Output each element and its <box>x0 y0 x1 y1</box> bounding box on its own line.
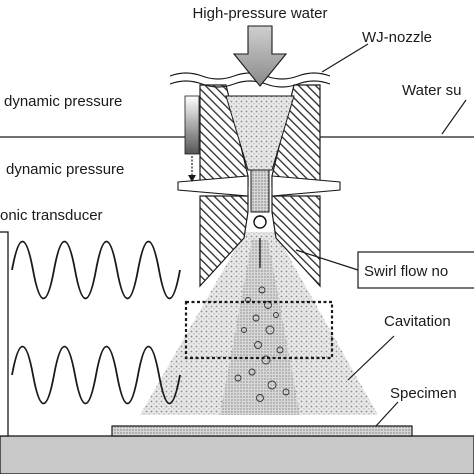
specimen-plate <box>111 425 413 437</box>
nozzle-channel <box>225 95 295 171</box>
nozzle-label: WJ-nozzle <box>362 29 432 46</box>
nozzle-leader <box>321 43 369 73</box>
nozzle-lower-right <box>271 195 321 288</box>
transducer-box <box>0 231 9 437</box>
pressure-scale-bar <box>184 95 200 155</box>
cavitation-label: Cavitation <box>384 313 451 330</box>
ultrasonic-wave-lower <box>11 345 181 405</box>
cavitation-bubbles <box>234 286 290 402</box>
floor-base <box>0 435 474 474</box>
transducer-label: onic transducer <box>0 207 103 224</box>
nozzle-throat <box>250 169 270 213</box>
surface-leader <box>441 99 467 135</box>
side-inlet-left <box>177 175 249 197</box>
swirl-icon <box>253 215 267 229</box>
ultrasonic-wave-upper <box>11 240 181 300</box>
high-pressure-label: dynamic pressure <box>4 93 122 110</box>
inflow-label: High-pressure water <box>192 5 327 22</box>
swirl-leader <box>295 249 359 271</box>
pressure-arrow-icon <box>188 156 196 182</box>
surface-label: Water su <box>402 82 461 99</box>
specimen-leader <box>375 401 399 427</box>
side-inlet-right <box>271 175 341 197</box>
low-pressure-label: dynamic pressure <box>6 161 124 178</box>
inflow-arrow-icon <box>232 25 288 87</box>
cavitation-leader <box>347 335 395 381</box>
swirl-label-box <box>357 251 474 289</box>
nozzle-lower-left <box>199 195 249 288</box>
cavitation-zone-box <box>184 300 334 360</box>
swirl-label: Swirl flow no <box>364 263 448 280</box>
cavitation-core <box>220 240 300 415</box>
specimen-label: Specimen <box>390 385 457 402</box>
